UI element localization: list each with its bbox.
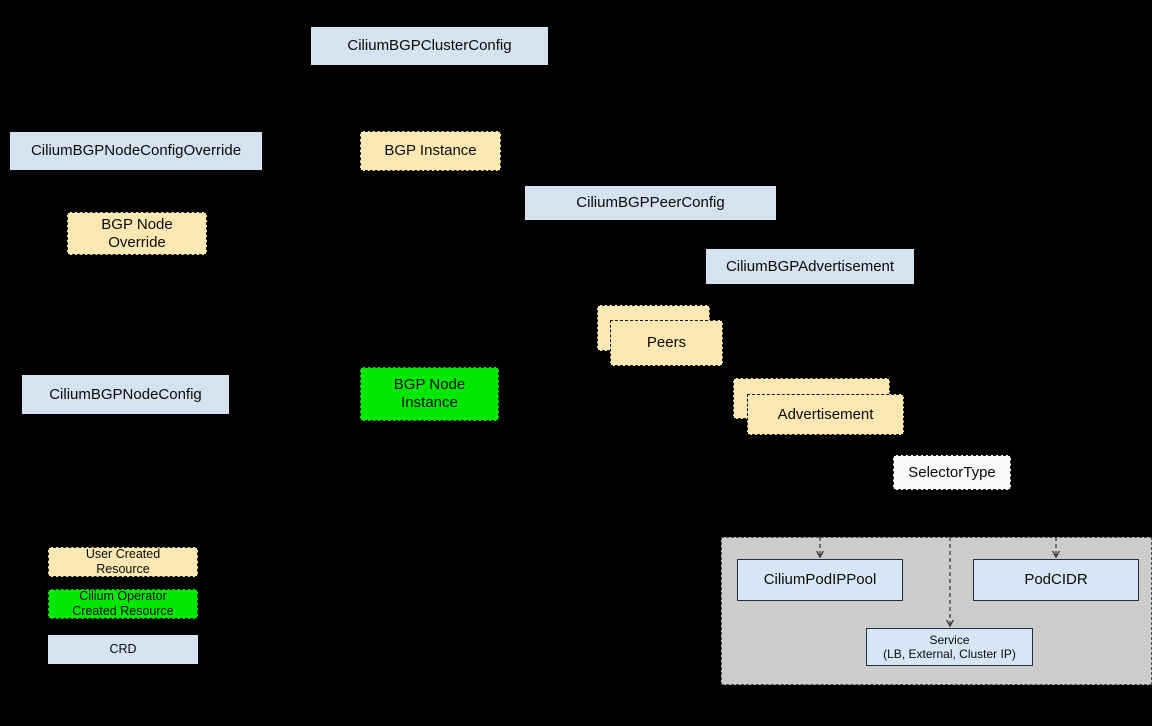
legend-crd: CRD [48,635,198,664]
node-peers[interactable]: Peers [610,320,723,366]
legend-user-created: User Created Resource [48,547,198,577]
node-selector-type[interactable]: SelectorType [893,455,1011,490]
node-cilium-bgp-peer-config[interactable]: CiliumBGPPeerConfig [525,186,776,220]
node-cilium-bgp-node-config[interactable]: CiliumBGPNodeConfig [22,375,229,414]
node-advertisement[interactable]: Advertisement [747,394,904,435]
node-bgp-node-instance[interactable]: BGP Node Instance [360,367,499,421]
node-bgp-instance[interactable]: BGP Instance [360,131,501,171]
node-cilium-bgp-cluster-config[interactable]: CiliumBGPClusterConfig [311,27,548,65]
node-cilium-bgp-node-config-override[interactable]: CiliumBGPNodeConfigOverride [10,132,262,170]
node-pod-cidr[interactable]: PodCIDR [973,559,1139,601]
legend-operator-created: Cilium Operator Created Resource [48,589,198,619]
node-cilium-pod-ip-pool[interactable]: CiliumPodIPPool [737,559,903,601]
node-cilium-bgp-advertisement[interactable]: CiliumBGPAdvertisement [706,249,914,284]
node-bgp-node-override[interactable]: BGP Node Override [67,212,207,255]
node-service[interactable]: Service (LB, External, Cluster IP) [866,628,1033,666]
